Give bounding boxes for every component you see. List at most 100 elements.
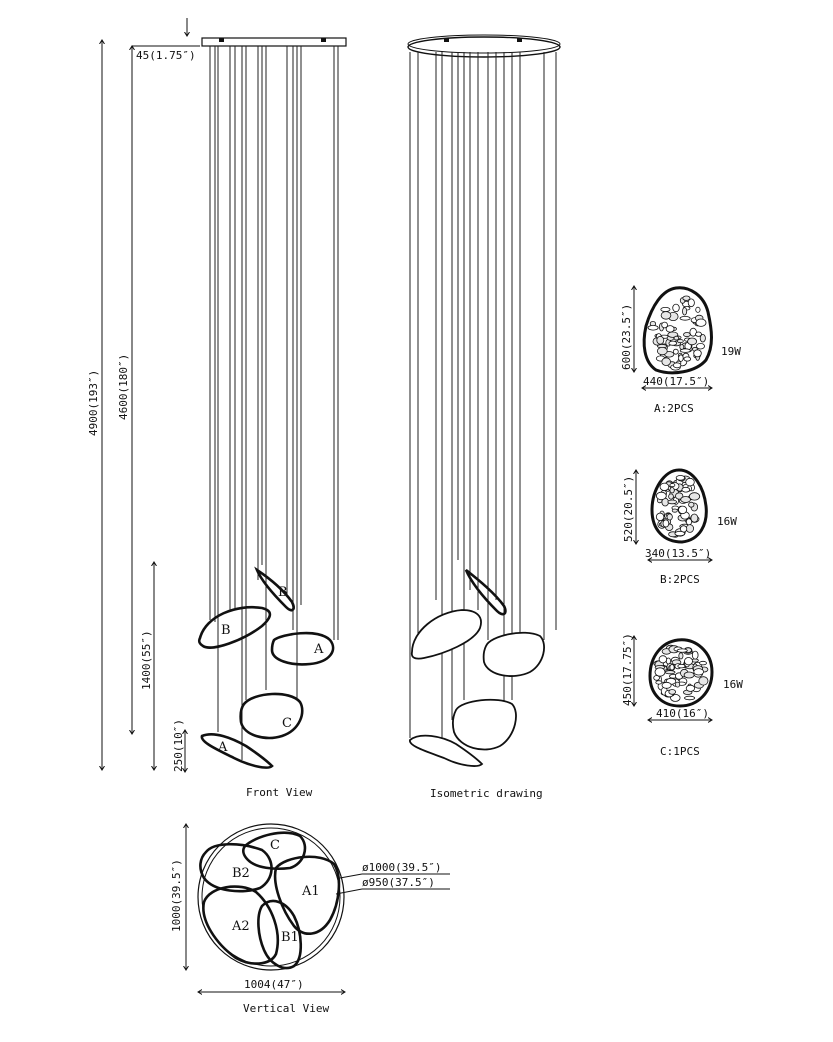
pebble-texture (674, 530, 686, 537)
pebble-texture (679, 344, 685, 350)
pebble-texture (671, 508, 678, 513)
module-b: 520(20.5″) 340(13.5″) 16W B:2PCS (622, 468, 737, 586)
front-label-c: C (282, 716, 292, 731)
front-shade-a-upper (270, 631, 335, 666)
pebble-texture (668, 689, 676, 695)
front-view-caption: Front View (246, 786, 313, 799)
top-label-b2: B2 (232, 866, 250, 881)
pebble-texture (696, 343, 705, 350)
pebble-texture (672, 362, 682, 369)
pebble-texture (676, 648, 688, 653)
pebble-texture (685, 477, 695, 487)
pebble-texture (667, 499, 677, 505)
pebble-texture (669, 487, 675, 494)
pebble-texture (661, 681, 672, 689)
dim-vertical-width: 1004(47″) (244, 978, 304, 991)
pebble-texture (673, 335, 680, 341)
module-b-power: 16W (717, 515, 737, 528)
module-a-power: 19W (721, 345, 741, 358)
pebble-texture (678, 354, 684, 362)
pebble-texture (695, 306, 701, 313)
pebble-texture (672, 303, 680, 313)
iso-shade-a-upper (482, 631, 545, 677)
pebble-texture (668, 340, 678, 346)
vertical-outer-ring (197, 823, 345, 971)
pebble-texture (681, 486, 691, 493)
iso-shade-b-small (464, 568, 507, 616)
module-b-width: 340(13.5″) (645, 547, 711, 560)
module-a-qty: A:2PCS (654, 402, 694, 415)
pebble-texture (695, 331, 702, 337)
pebble-texture (680, 496, 691, 503)
pebble-texture (664, 670, 676, 675)
module-c-width: 410(16″) (656, 707, 709, 720)
front-label-b-small: B (278, 585, 288, 600)
front-shade-b-small (254, 566, 295, 612)
module-c-qty: C:1PCS (660, 745, 700, 758)
dim-vertical-height: 1000(39.5″) (170, 859, 183, 932)
pebble-texture (656, 346, 668, 356)
pebble-texture (687, 337, 697, 346)
pebble-texture (672, 348, 679, 355)
iso-shade-c (452, 698, 517, 751)
iso-shade-a-lower (409, 734, 484, 767)
dim-cable-length: 4600(180″) (117, 354, 130, 420)
pebble-texture (691, 650, 699, 660)
front-shade-c (239, 692, 304, 740)
pebble-texture (662, 519, 670, 528)
pebble-texture (684, 657, 693, 666)
top-shade-b2 (199, 842, 273, 893)
isometric-caption: Isometric drawing (430, 787, 543, 800)
pebble-texture (660, 311, 672, 320)
dim-bottom-height: 250(10″) (172, 719, 185, 772)
front-label-a-lower: A (217, 740, 228, 755)
pebble-texture (668, 493, 674, 500)
pebble-texture (684, 695, 696, 701)
pebble-texture (675, 681, 681, 688)
top-shade-c (242, 831, 307, 871)
dim-outer-diameter: ø1000(39.5″) (362, 861, 441, 874)
pebble-texture (693, 349, 702, 358)
top-label-a2: A2 (231, 919, 250, 934)
module-a: 600(23.5″) 440(17.5″) 19W A:2PCS (620, 286, 741, 415)
pebble-texture (693, 668, 704, 676)
front-shade-a-lower (200, 733, 274, 769)
pebble-texture (659, 482, 670, 491)
pebble-texture (655, 680, 663, 685)
top-shade-b1 (257, 899, 303, 970)
pebble-texture (678, 652, 684, 660)
pebble-texture (687, 298, 695, 308)
pebble-texture (683, 671, 695, 679)
module-a-height: 600(23.5″) (620, 304, 633, 370)
top-label-c: C (270, 838, 280, 853)
pebble-texture (655, 491, 667, 500)
pebble-texture (661, 321, 668, 329)
module-b-height: 520(20.5″) (622, 476, 635, 542)
pebble-texture (661, 357, 671, 367)
dim-inner-diameter: ø950(37.5″) (362, 876, 435, 889)
pebble-texture (660, 306, 671, 312)
pebble-texture (688, 501, 695, 508)
pebble-texture (688, 492, 701, 501)
pebble-texture (699, 334, 706, 343)
dim-canopy-height: 45(1.75″) (136, 49, 196, 62)
module-c-height: 450(17.75″) (621, 633, 634, 706)
pebble-texture (695, 318, 707, 327)
pebble-texture (656, 335, 665, 345)
pebble-texture (678, 505, 688, 515)
top-shade-a2 (202, 885, 280, 965)
pebble-texture (679, 348, 691, 353)
pebble-texture (658, 655, 668, 664)
pebble-texture (654, 667, 666, 677)
pebble-texture (677, 339, 684, 344)
front-view: B B A C A 4900(193″) 4600(180″) 45(1.75″… (87, 18, 347, 799)
pebble-texture (683, 356, 692, 362)
pebble-texture (685, 684, 696, 692)
pebble-texture (682, 295, 691, 301)
front-shade-b (197, 605, 272, 649)
dim-cluster-height: 1400(55″) (140, 630, 153, 690)
module-c-power: 16W (723, 678, 743, 691)
module-c: 450(17.75″) 410(16″) 16W C:1PCS (621, 633, 743, 758)
pebble-texture (669, 483, 676, 488)
